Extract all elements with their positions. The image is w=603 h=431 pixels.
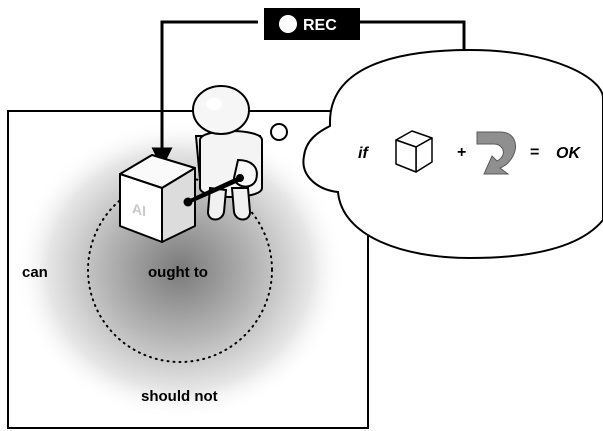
- thought-plus: +: [457, 144, 466, 161]
- thought-bubble: [302, 48, 603, 260]
- turn-arrow-icon: [476, 131, 516, 175]
- record-dot-icon: [279, 15, 297, 33]
- permission-fog: [15, 120, 345, 420]
- thought-if: if: [358, 145, 369, 162]
- rec-indicator: REC: [264, 8, 360, 40]
- zone-label-ought-to: ought to: [148, 264, 208, 281]
- human-figure-icon: [192, 85, 264, 221]
- ai-box-icon: [119, 154, 196, 243]
- cube-icon: [395, 130, 433, 173]
- ai-box-label: AI: [132, 201, 146, 220]
- thought-result: OK: [556, 145, 581, 162]
- thought-equals: =: [530, 144, 539, 161]
- rec-label: REC: [303, 17, 337, 34]
- rec-wire-left: [151, 20, 258, 169]
- zone-label-should-not: should not: [141, 388, 218, 405]
- thought-dot: [270, 123, 288, 141]
- leash-bar-front: [187, 178, 239, 204]
- zone-label-can: can: [22, 264, 48, 281]
- leash-knob: [183, 197, 193, 207]
